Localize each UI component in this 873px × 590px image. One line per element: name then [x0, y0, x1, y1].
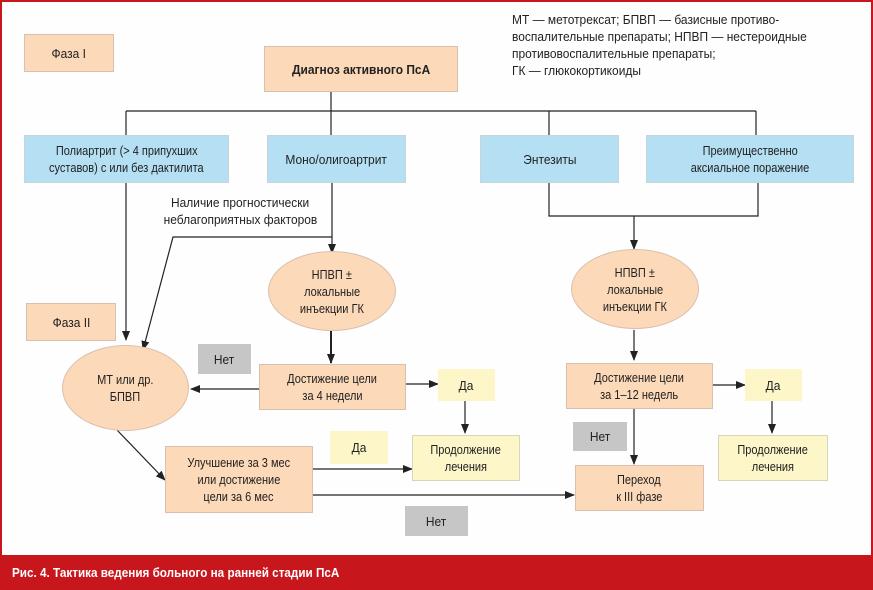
decision-yes-improvement: Да: [330, 431, 388, 464]
yes-label: Да: [459, 377, 474, 393]
prognostic-factors-label: Наличие прогностически неблагоприятных ф…: [145, 194, 335, 228]
phase-2-text: Фаза II: [52, 314, 90, 330]
nsaid-line: НПВП ±: [614, 264, 656, 280]
continue-treatment-right-node: Продолжение лечения: [718, 435, 828, 481]
goal-4-weeks-node: Достижение цели за 4 недели: [259, 364, 406, 410]
mono-oligoarthritis-node: Моно/олигоартрит: [267, 135, 406, 183]
goal12-line: за 1–12 недель: [600, 387, 679, 402]
diagnosis-text: Диагноз активного ПсА: [291, 61, 431, 77]
decision-yes-goal4: Да: [438, 369, 495, 401]
legend-line: ГК — глюкокортикоиды: [512, 63, 641, 78]
improvement-line: Улучшение за 3 мес: [187, 455, 291, 470]
nsaid-right-text: НПВП ± локальные инъекции ГК: [600, 264, 670, 315]
legend-line: противовоспалительные препараты;: [512, 46, 716, 61]
polyarthritis-line: суставов) с или без дактилита: [49, 160, 204, 175]
axial-line: аксиальное поражение: [690, 160, 810, 175]
continue-line: лечения: [751, 459, 795, 474]
continue-left-text: Продолжение лечения: [428, 441, 505, 475]
decision-no-improvement: Нет: [405, 506, 468, 536]
nsaid-line: инъекции ГК: [602, 298, 668, 314]
decision-yes-goal12: Да: [745, 369, 802, 401]
phase-3-text: Переход к III фазе: [614, 471, 664, 505]
polyarthritis-text: Полиартрит (> 4 припухших суставов) с ил…: [42, 142, 210, 176]
continue-line: Продолжение: [430, 442, 502, 457]
no-label: Нет: [426, 513, 447, 529]
goal4-line: Достижение цели: [287, 371, 378, 386]
mt-dmard-text: МТ или др. БПВП: [95, 371, 156, 405]
goal4-line: за 4 недели: [302, 388, 363, 403]
enthesitis-text: Энтезиты: [522, 151, 577, 167]
axial-line: Преимущественно: [702, 143, 798, 158]
nsaid-line: НПВП ±: [311, 266, 353, 282]
improvement-text: Улучшение за 3 мес или достижение цели з…: [183, 454, 295, 505]
mt-line: МТ или др.: [97, 372, 154, 387]
legend-line: МТ — метотрексат; БПВП — базисные против…: [512, 12, 780, 27]
axial-text: Преимущественно аксиальное поражение: [686, 142, 815, 176]
phase-1-text: Фаза I: [51, 45, 87, 61]
abbreviation-legend: МТ — метотрексат; БПВП — базисные против…: [512, 11, 862, 79]
decision-no-goal4: Нет: [198, 344, 251, 374]
continue-treatment-left-node: Продолжение лечения: [412, 435, 520, 481]
goal-1-12-weeks-text: Достижение цели за 1–12 недель: [591, 369, 689, 403]
mt-dmard-node: МТ или др. БПВП: [62, 345, 189, 431]
prognostic-line: неблагоприятных факторов: [163, 212, 317, 227]
diagnosis-node: Диагноз активного ПсА: [264, 46, 458, 92]
legend-line: воспалительные препараты; НПВП — нестеро…: [512, 29, 807, 44]
figure-caption: Рис. 4. Тактика ведения больного на ранн…: [12, 565, 340, 580]
polyarthritis-node: Полиартрит (> 4 припухших суставов) с ил…: [24, 135, 229, 183]
enthesitis-node: Энтезиты: [480, 135, 619, 183]
prognostic-line: Наличие прогностически: [170, 195, 310, 210]
phase3-line: к III фазе: [616, 489, 663, 504]
nsaid-left-text: НПВП ± локальные инъекции ГК: [297, 266, 367, 317]
goal-1-12-weeks-node: Достижение цели за 1–12 недель: [566, 363, 713, 409]
improvement-node: Улучшение за 3 мес или достижение цели з…: [165, 446, 313, 513]
yes-label: Да: [766, 377, 781, 393]
continue-right-text: Продолжение лечения: [735, 441, 812, 475]
nsaid-line: локальные: [303, 283, 361, 299]
phase3-line: Переход: [617, 472, 662, 487]
no-label: Нет: [214, 351, 235, 367]
polyarthritis-line: Полиартрит (> 4 припухших: [55, 143, 198, 158]
goal12-line: Достижение цели: [594, 370, 685, 385]
continue-line: Продолжение: [737, 442, 809, 457]
continue-line: лечения: [444, 459, 488, 474]
goal-4-weeks-text: Достижение цели за 4 недели: [284, 370, 382, 404]
decision-no-goal12: Нет: [573, 422, 627, 451]
nsaid-left-node: НПВП ± локальные инъекции ГК: [268, 251, 396, 331]
no-label: Нет: [589, 429, 611, 444]
mt-line: БПВП: [110, 389, 141, 404]
improvement-line: или достижение: [197, 472, 281, 487]
phase-3-transition-node: Переход к III фазе: [575, 465, 704, 511]
improvement-line: цели за 6 мес: [203, 489, 275, 504]
nsaid-line: локальные: [606, 281, 664, 297]
phase-2-label: Фаза II: [26, 303, 116, 341]
nsaid-line: инъекции ГК: [299, 300, 365, 316]
yes-label: Да: [351, 440, 367, 455]
mono-oligoarthritis-text: Моно/олигоартрит: [285, 151, 388, 167]
phase-1-label: Фаза I: [24, 34, 114, 72]
nsaid-right-node: НПВП ± локальные инъекции ГК: [571, 249, 699, 329]
caption-bar: [0, 555, 873, 590]
axial-node: Преимущественно аксиальное поражение: [646, 135, 854, 183]
